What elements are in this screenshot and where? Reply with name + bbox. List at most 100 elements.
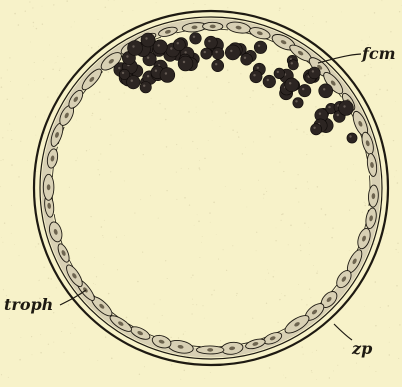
stipple-dot (356, 363, 357, 364)
stipple-dot (383, 124, 384, 125)
stipple-dot (283, 375, 284, 376)
stipple-dot (381, 228, 382, 229)
fcm-cell-highlight (313, 127, 315, 129)
stipple-dot (72, 323, 73, 324)
stipple-dot (21, 337, 22, 338)
stipple-dot (373, 243, 375, 245)
stipple-dot (32, 354, 33, 355)
stipple-dot (11, 164, 12, 165)
stipple-dot (37, 189, 38, 190)
stipple-dot (108, 0, 109, 1)
stipple-dot (380, 307, 381, 308)
fcm-cell (241, 53, 253, 65)
fcm-cell (299, 84, 311, 96)
stipple-dot (105, 7, 106, 8)
stipple-dot (369, 37, 370, 38)
stipple-dot (156, 2, 157, 3)
stipple-dot (36, 135, 37, 136)
fcm-cell (128, 41, 143, 56)
stipple-dot (52, 69, 53, 70)
stipple-dot (42, 6, 43, 7)
stipple-dot (396, 170, 397, 171)
stipple-dot (399, 11, 400, 12)
stipple-dot (74, 22, 75, 23)
stipple-dot (375, 371, 376, 372)
stipple-dot (9, 318, 10, 319)
stipple-dot (204, 378, 205, 379)
stipple-dot (74, 327, 75, 328)
stipple-dot (394, 177, 395, 178)
fcm-cell (140, 82, 151, 93)
fcm-cell-highlight (230, 50, 232, 52)
fcm-cell (309, 67, 321, 79)
label-troph: troph (4, 297, 53, 313)
stipple-dot (98, 19, 99, 20)
fcm-cell-highlight (337, 114, 339, 116)
stipple-dot (105, 336, 106, 337)
stipple-dot (349, 334, 350, 335)
stipple-dot (60, 68, 61, 69)
stipple-dot (343, 348, 344, 349)
stipple-dot (59, 70, 60, 71)
stipple-dot (391, 68, 392, 69)
fcm-cell (201, 48, 212, 59)
stipple-dot (34, 80, 35, 81)
fcm-cell (127, 76, 140, 89)
stipple-dot (10, 81, 11, 82)
stipple-dot (48, 278, 50, 280)
stipple-dot (397, 243, 398, 244)
stipple-dot (390, 31, 391, 32)
stipple-dot (3, 159, 4, 160)
stipple-dot (9, 57, 10, 58)
fcm-cell-highlight (184, 51, 186, 53)
stipple-dot (29, 1, 30, 2)
stipple-dot (379, 89, 380, 90)
stipple-dot (184, 370, 185, 371)
stipple-dot (1, 86, 3, 88)
stipple-dot (20, 141, 21, 142)
stipple-dot (361, 40, 362, 41)
fcm-cell-highlight (183, 61, 185, 63)
stipple-dot (35, 246, 36, 247)
stipple-dot (30, 42, 31, 43)
stipple-dot (279, 7, 280, 8)
stipple-dot (28, 85, 29, 86)
fcm-cell-highlight (177, 42, 179, 44)
stipple-dot (360, 101, 361, 102)
fcm-cell (178, 56, 193, 71)
stipple-dot (370, 64, 371, 65)
stipple-dot (272, 356, 273, 357)
stipple-dot (333, 370, 334, 371)
stipple-dot (303, 354, 304, 355)
stipple-dot (64, 57, 65, 58)
stipple-dot (19, 255, 20, 256)
fcm-cell (319, 84, 333, 98)
stipple-dot (31, 336, 32, 337)
stipple-dot (33, 26, 34, 27)
stipple-dot (385, 197, 386, 198)
stipple-dot (381, 0, 382, 1)
stipple-dot (124, 25, 125, 26)
stipple-dot (70, 333, 71, 334)
fcm-cell-highlight (295, 100, 297, 102)
stipple-dot (25, 11, 26, 12)
stipple-dot (396, 285, 398, 287)
stipple-dot (397, 182, 399, 184)
stipple-dot (312, 352, 313, 353)
fcm-cell-highlight (267, 79, 269, 81)
stipple-dot (345, 309, 346, 310)
stipple-dot (375, 325, 376, 326)
stipple-dot (97, 360, 98, 361)
stipple-dot (47, 97, 48, 98)
stipple-dot (329, 377, 330, 378)
stipple-dot (43, 267, 44, 268)
stipple-dot (7, 99, 8, 100)
stipple-dot (304, 25, 305, 26)
stipple-dot (57, 56, 58, 57)
stipple-dot (364, 306, 365, 307)
stipple-dot (9, 124, 10, 125)
stipple-dot (27, 160, 28, 161)
stipple-dot (2, 242, 3, 243)
fcm-cell (212, 60, 224, 72)
stipple-dot (11, 139, 12, 140)
